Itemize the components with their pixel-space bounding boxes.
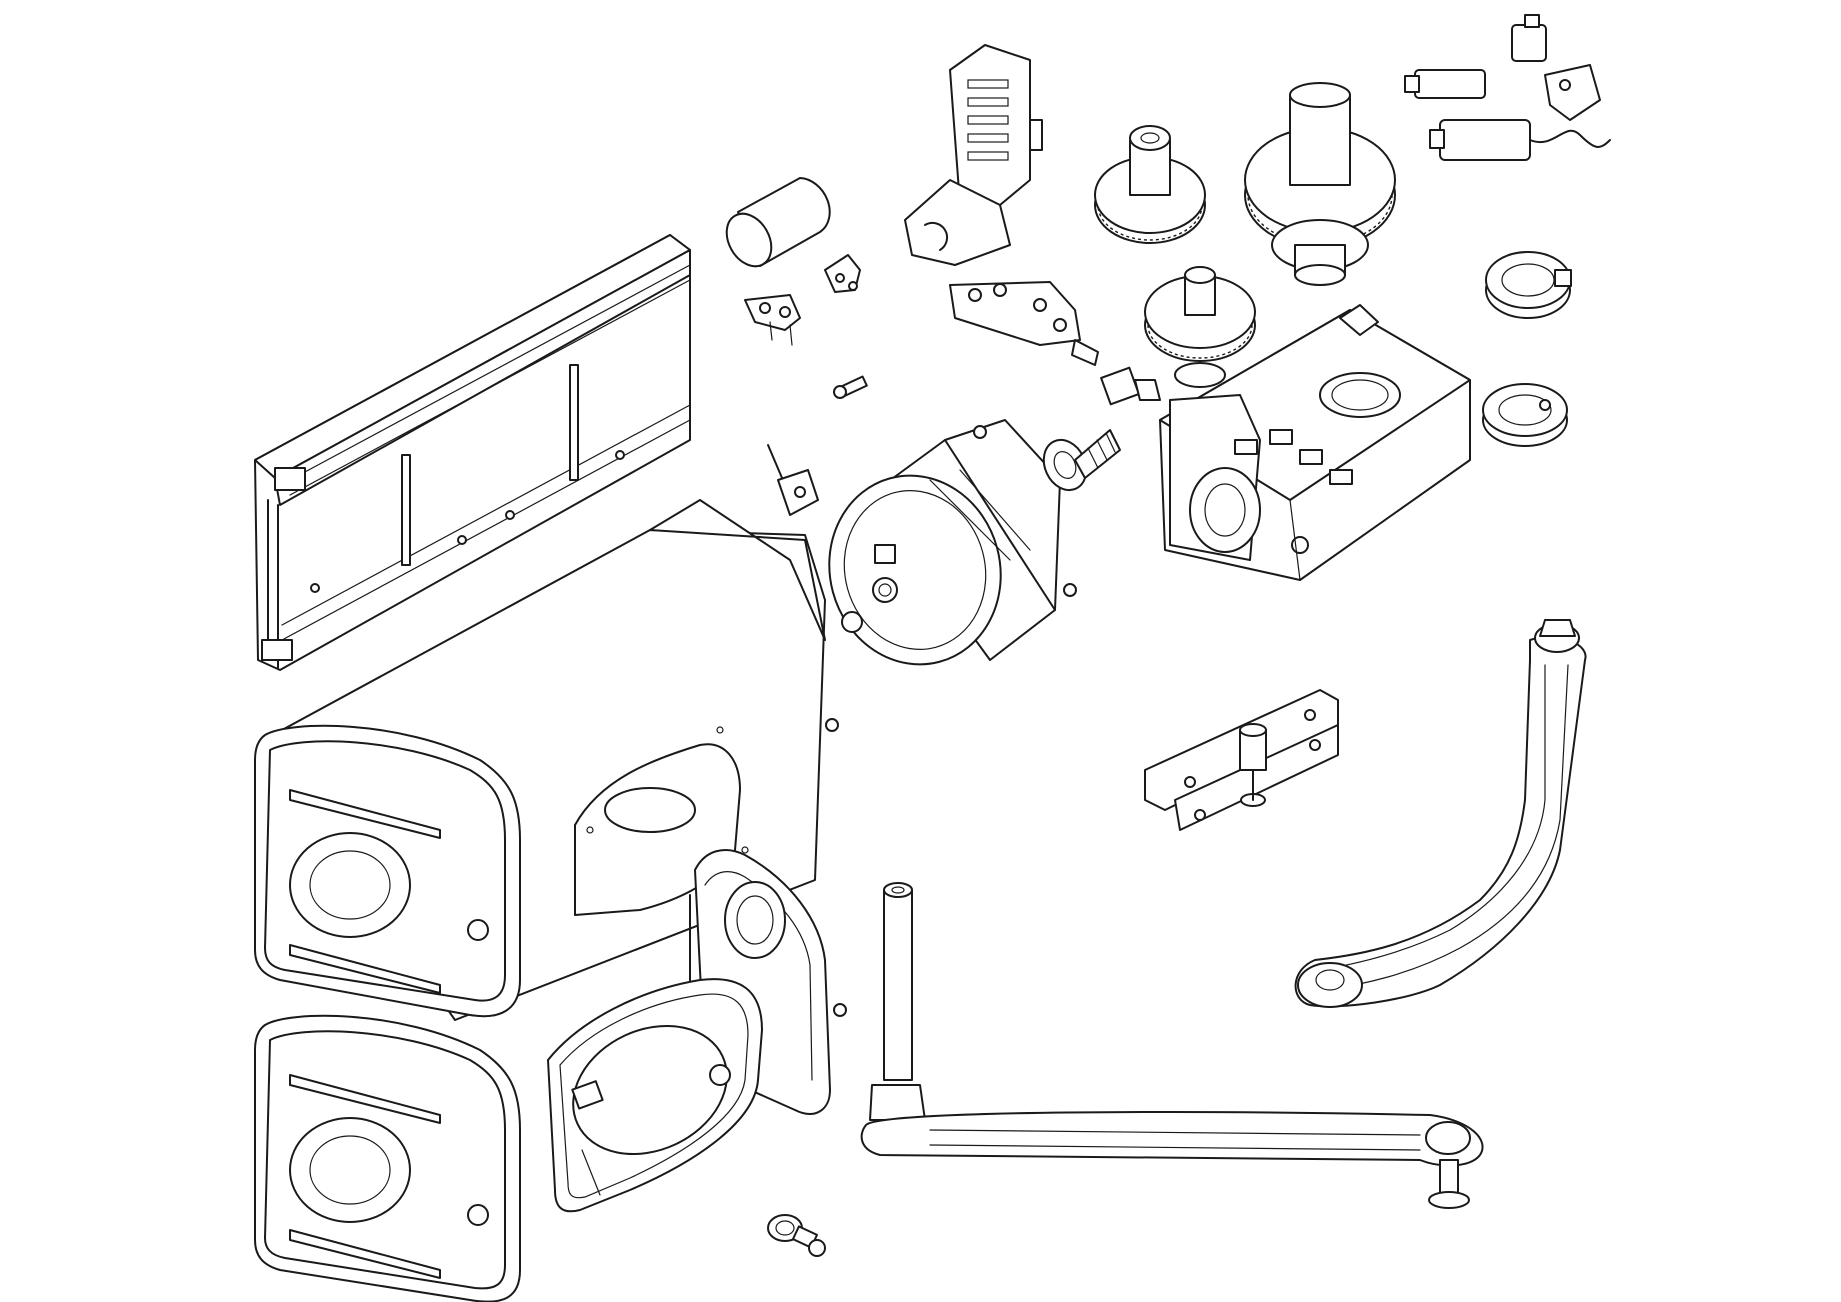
main-cover bbox=[254, 499, 839, 1021]
straight-arm bbox=[860, 882, 1484, 1209]
cam-ring-lower bbox=[1482, 383, 1568, 447]
gear-intermediate bbox=[1144, 266, 1256, 388]
limit-switch-assembly bbox=[949, 281, 1099, 366]
gear-large bbox=[1244, 82, 1396, 286]
motor bbox=[828, 419, 1077, 666]
release-lever bbox=[767, 444, 819, 516]
curved-arm bbox=[1294, 619, 1587, 1008]
terminal-board bbox=[904, 44, 1043, 266]
lower-cover bbox=[254, 1014, 521, 1302]
shaft-coupling bbox=[1100, 366, 1161, 406]
release-door bbox=[547, 978, 763, 1213]
small-bracket bbox=[824, 254, 861, 293]
key-lock bbox=[767, 1214, 826, 1257]
cam-pin bbox=[833, 375, 868, 399]
mounting-rail bbox=[254, 234, 691, 671]
gearbox-housing bbox=[1159, 304, 1471, 581]
capacitor bbox=[725, 177, 831, 268]
cable-clamp bbox=[744, 294, 801, 346]
fixing-bracket bbox=[1144, 689, 1339, 831]
gear-small bbox=[1094, 125, 1206, 244]
worm-screw bbox=[1042, 429, 1121, 492]
electrical-connectors bbox=[1404, 14, 1611, 161]
cam-ring-upper bbox=[1485, 251, 1572, 319]
